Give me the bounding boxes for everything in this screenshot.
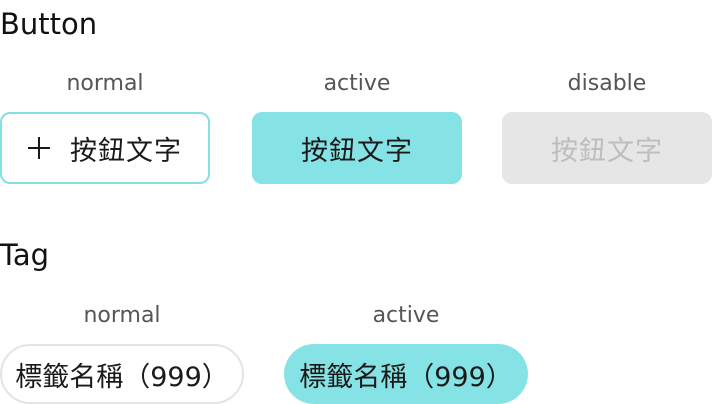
tag-normal-label: normal — [83, 303, 161, 328]
disabled-button: 按鈕文字 — [502, 112, 712, 184]
normal-button-label: 按鈕文字 — [70, 135, 182, 167]
button-normal-label: normal — [66, 71, 144, 96]
tag-active-label: active — [372, 303, 440, 328]
plus-icon — [28, 137, 50, 159]
active-tag[interactable]: 標籤名稱（999） — [284, 344, 528, 404]
button-active-label: active — [323, 71, 391, 96]
active-tag-label: 標籤名稱（999） — [299, 361, 513, 393]
tag-section-title: Tag — [0, 238, 50, 272]
disabled-button-label: 按鈕文字 — [551, 135, 663, 167]
button-disable-label: disable — [567, 71, 647, 96]
active-button[interactable]: 按鈕文字 — [252, 112, 462, 184]
button-section-title: Button — [0, 7, 98, 41]
active-button-label: 按鈕文字 — [301, 135, 413, 167]
normal-tag[interactable]: 標籤名稱（999） — [0, 344, 244, 404]
normal-tag-label: 標籤名稱（999） — [15, 361, 229, 393]
normal-button[interactable]: 按鈕文字 — [0, 112, 210, 184]
